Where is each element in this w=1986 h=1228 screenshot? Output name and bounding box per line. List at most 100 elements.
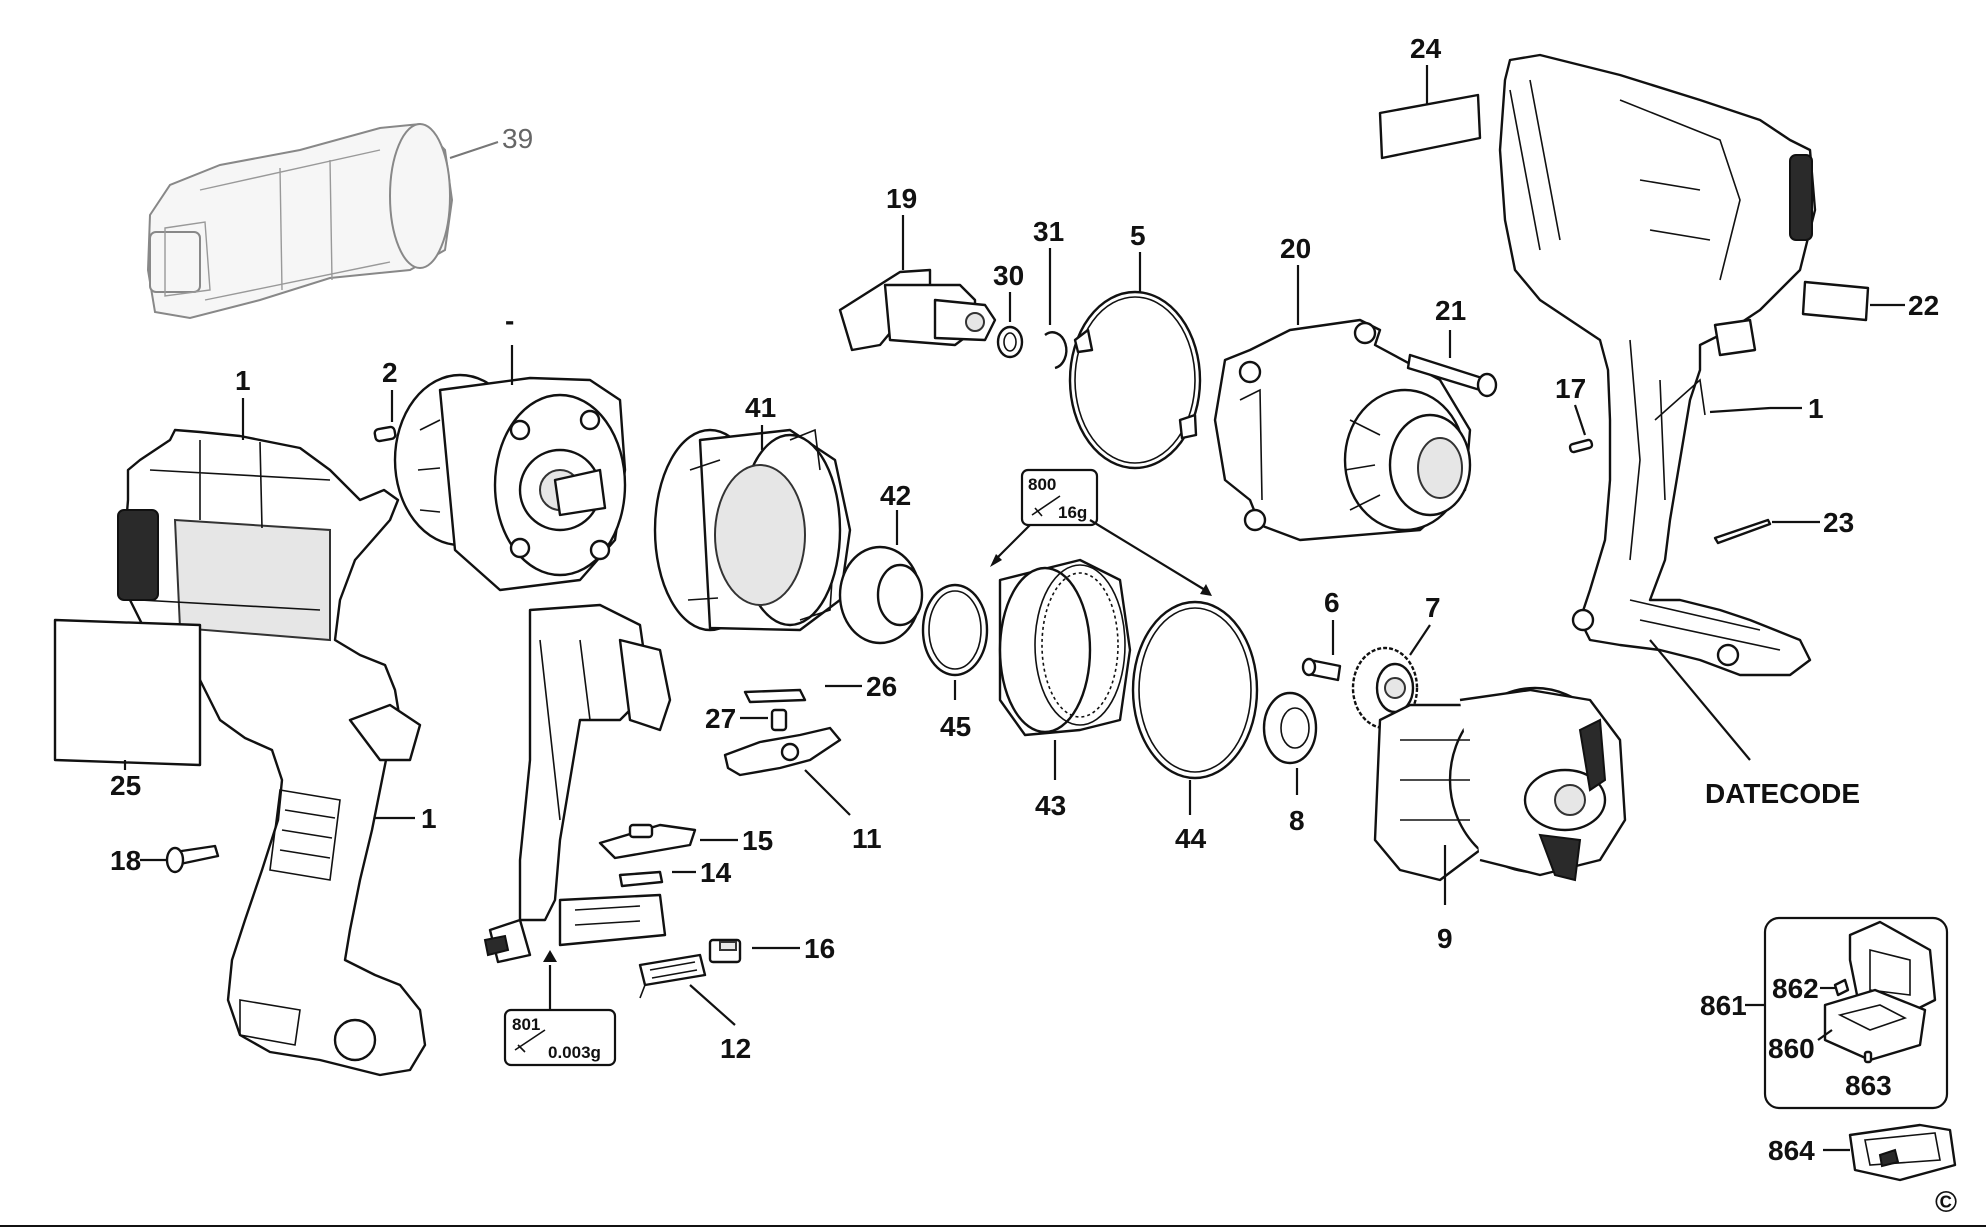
svg-text:864: 864	[1768, 1135, 1815, 1166]
svg-text:7: 7	[1425, 592, 1441, 623]
part-23-label	[1713, 518, 1772, 545]
svg-text:15: 15	[742, 825, 773, 856]
part-16-connector	[708, 938, 742, 964]
svg-text:©: ©	[1935, 1186, 1957, 1219]
callout-44: 44	[1175, 780, 1207, 854]
callout-39: 39	[449, 123, 533, 159]
callout-42: 42	[880, 480, 911, 545]
part-42-bearing	[838, 545, 924, 645]
callout-41: 41	[745, 392, 776, 450]
callout-24: 24	[1410, 33, 1442, 105]
svg-text:42: 42	[880, 480, 911, 511]
part-6-pin	[1301, 657, 1342, 682]
part-44-oring	[1131, 600, 1259, 780]
part-8-washer	[1262, 691, 1318, 765]
callout-datecode: DATECODE	[1649, 639, 1860, 809]
part-1-left-housing	[117, 428, 427, 1077]
part-19-anvil	[838, 268, 997, 352]
part-26-plate	[743, 688, 807, 704]
callout-16: 16	[752, 933, 835, 964]
svg-text:2: 2	[382, 357, 398, 388]
callout-7: 7	[1409, 592, 1441, 656]
part-17-pin	[1568, 438, 1594, 454]
callout-25: 25	[110, 760, 141, 801]
callout-6: 6	[1324, 587, 1340, 655]
callout-17: 17	[1555, 373, 1586, 436]
part-11-selector	[723, 726, 842, 777]
callout-860: 860	[1768, 1029, 1833, 1064]
part-motor-switch-assembly	[393, 373, 672, 964]
callout-864: 864	[1768, 1135, 1850, 1166]
part-45-oring	[921, 583, 989, 677]
callout-862: 862	[1772, 973, 1835, 1004]
callout-27: 27	[705, 703, 768, 734]
svg-text:31: 31	[1033, 216, 1064, 247]
callout-1-right: 1	[1709, 393, 1824, 424]
svg-text:30: 30	[993, 260, 1024, 291]
svg-text:16g: 16g	[1058, 503, 1087, 522]
part-9-carrier	[1373, 686, 1627, 882]
callout-dash: -	[505, 305, 514, 385]
part-2-pin	[373, 425, 397, 443]
callout-5: 5	[1130, 220, 1146, 292]
part-864-tray	[1848, 1123, 1957, 1182]
svg-text:19: 19	[886, 183, 917, 214]
callout-14: 14	[672, 857, 732, 888]
callout-2: 2	[382, 357, 398, 422]
svg-text:20: 20	[1280, 233, 1311, 264]
callout-18: 18	[110, 845, 166, 876]
svg-text:24: 24	[1410, 33, 1442, 64]
part-27-contact	[770, 708, 788, 732]
svg-text:21: 21	[1435, 295, 1466, 326]
svg-text:9: 9	[1437, 923, 1453, 954]
svg-text:1: 1	[421, 803, 437, 834]
part-15-board	[598, 823, 697, 860]
note-box-800: 800 16g	[990, 468, 1212, 596]
svg-text:1: 1	[235, 365, 251, 396]
svg-text:11: 11	[852, 823, 882, 854]
part-20-gear-case	[1213, 318, 1472, 542]
svg-text:862: 862	[1772, 973, 1819, 1004]
callout-19: 19	[886, 183, 917, 270]
part-1-right-housing	[1498, 53, 1817, 677]
callout-12: 12	[689, 984, 751, 1064]
part-41-hammer-case	[653, 428, 852, 632]
callout-23: 23	[1772, 507, 1854, 538]
part-31-retaining-ring	[1044, 331, 1068, 370]
callout-8: 8	[1289, 768, 1305, 836]
svg-text:861: 861	[1700, 990, 1747, 1021]
svg-text:0.003g: 0.003g	[548, 1043, 601, 1062]
part-39-nose-cover	[146, 122, 454, 320]
svg-text:1: 1	[1808, 393, 1824, 424]
callout-31: 31	[1033, 216, 1064, 325]
part-30-washer	[996, 325, 1024, 359]
part-24-label	[1378, 93, 1482, 160]
svg-text:23: 23	[1823, 507, 1854, 538]
callout-9: 9	[1437, 845, 1453, 954]
svg-text:44: 44	[1175, 823, 1207, 854]
svg-text:16: 16	[804, 933, 835, 964]
svg-text:43: 43	[1035, 790, 1066, 821]
callout-1-top-left: 1	[235, 365, 251, 440]
svg-text:25: 25	[110, 770, 141, 801]
svg-text:8: 8	[1289, 805, 1305, 836]
part-5-gasket-ring	[1068, 290, 1202, 470]
callout-11: 11	[804, 769, 882, 854]
svg-text:5: 5	[1130, 220, 1146, 251]
kit-box-group	[1763, 916, 1949, 1110]
svg-text:6: 6	[1324, 587, 1340, 618]
svg-text:801: 801	[512, 1015, 540, 1034]
callout-861: 861	[1700, 990, 1765, 1021]
part-7-planet-gear	[1351, 646, 1419, 730]
part-18-screw	[165, 844, 220, 874]
callout-26: 26	[825, 671, 897, 702]
copyright-mark: ©	[1935, 1186, 1957, 1219]
svg-text:45: 45	[940, 711, 971, 742]
part-25-label	[53, 618, 202, 767]
callout-15: 15	[700, 825, 773, 856]
svg-text:41: 41	[745, 392, 776, 423]
part-14-spring	[618, 870, 664, 888]
svg-text:27: 27	[705, 703, 736, 734]
part-22-label	[1801, 280, 1870, 322]
